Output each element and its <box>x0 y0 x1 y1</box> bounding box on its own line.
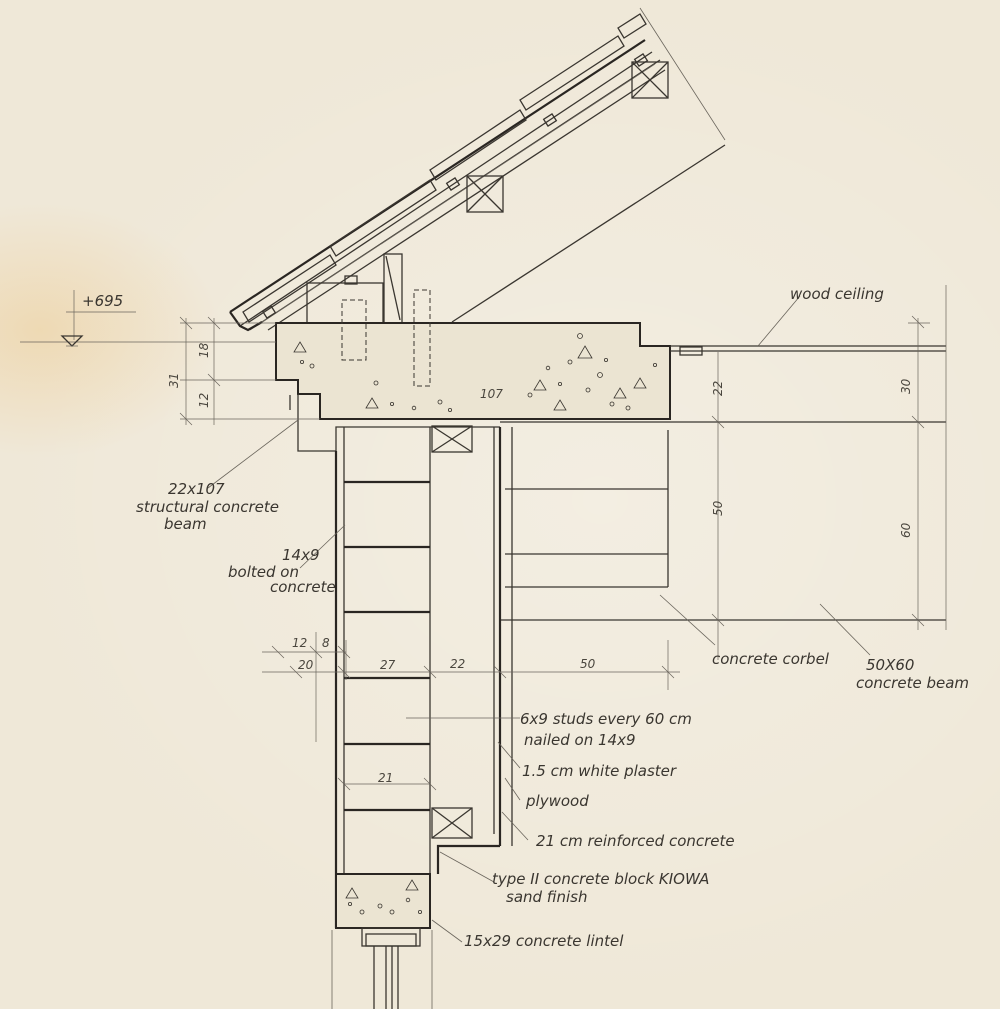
label-wood-ceiling: wood ceiling <box>790 285 884 303</box>
label-concrete-corbel: concrete corbel <box>712 650 830 668</box>
label-bolted-line1: bolted on <box>228 563 299 581</box>
label-plywood: plywood <box>525 792 589 810</box>
leader-lines <box>207 295 871 943</box>
label-lintel: 15x29 concrete lintel <box>464 932 624 950</box>
concrete-beam-right <box>500 421 946 621</box>
dim-12: 12 <box>197 393 211 408</box>
label-block-line1: type II concrete block KIOWA <box>492 870 709 888</box>
label-studs-line1: 6x9 studs every 60 cm <box>520 710 692 728</box>
dim-18: 18 <box>197 342 211 358</box>
label-beam-size: 22x107 <box>168 480 225 498</box>
dim-50-horizontal: 50 <box>580 657 596 671</box>
label-beam-line2: beam <box>164 515 207 533</box>
dim-50-vertical: 50 <box>711 500 725 516</box>
roof-assembly <box>229 7 726 332</box>
label-block-line2: sand finish <box>506 888 588 906</box>
dim-22-horizontal: 22 <box>450 657 465 671</box>
dim-31: 31 <box>167 373 181 388</box>
elevation-label: +695 <box>82 292 123 310</box>
label-bolted-line2: concrete <box>270 578 336 596</box>
purlin <box>631 61 669 99</box>
dim-20: 20 <box>298 658 314 672</box>
dim-107: 107 <box>480 387 503 401</box>
label-beam2-size: 50X60 <box>866 656 914 674</box>
dimension-lines <box>20 285 947 791</box>
dim-12-horizontal: 12 <box>292 636 307 650</box>
dim-21: 21 <box>378 771 393 785</box>
label-beam2: concrete beam <box>856 674 969 692</box>
dim-27: 27 <box>380 658 396 672</box>
dim-60: 60 <box>899 522 913 538</box>
dim-8: 8 <box>322 636 330 650</box>
label-reinforced-concrete: 21 cm reinforced concrete <box>536 832 735 850</box>
label-beam-line1: structural concrete <box>136 498 279 516</box>
label-plaster: 1.5 cm white plaster <box>522 762 677 780</box>
label-studs-line2: nailed on 14x9 <box>524 731 636 749</box>
purlin <box>466 175 504 213</box>
label-bolted-size: 14x9 <box>282 546 320 564</box>
dim-30: 30 <box>899 378 913 394</box>
concrete-beam <box>275 289 946 452</box>
dim-22-vertical: 22 <box>711 381 725 396</box>
wall <box>331 425 513 1009</box>
